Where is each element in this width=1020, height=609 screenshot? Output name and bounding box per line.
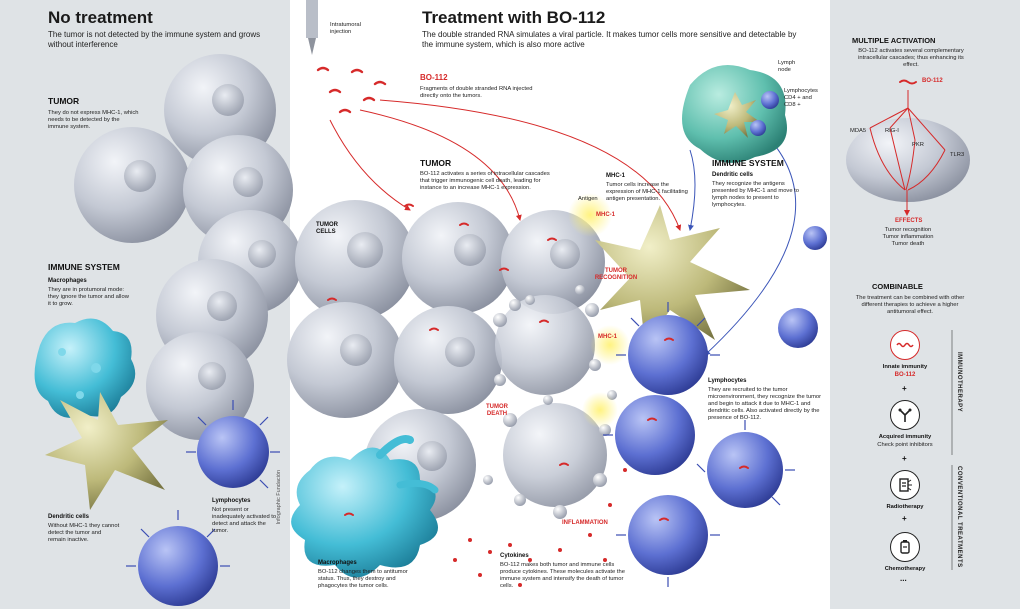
main-tumor-text: BO-112 activates a series of intracellul… <box>420 171 550 191</box>
dying-tumor-cells <box>483 285 617 519</box>
bo112-heading: BO-112 <box>420 73 448 82</box>
pkr-label: PKR <box>912 142 924 148</box>
combinable-heading: COMBINABLE <box>872 282 923 291</box>
mda5-label: MDA5 <box>850 128 867 134</box>
radiotherapy-label: Radiotherapy <box>886 504 924 510</box>
lymph-node <box>682 65 787 163</box>
left-dendritic-text: Without MHC-1 they cannot detect the tum… <box>48 523 120 543</box>
left-macrophages-text: They are in protumoral mode: they ignore… <box>48 287 129 307</box>
tumor-recognition-label: TUMOR RECOGNITION <box>594 268 638 281</box>
mhc-text: Tumor cells increase the expression of M… <box>606 182 688 202</box>
multiple-activation-heading: MULTIPLE ACTIVATION <box>852 36 936 45</box>
cytokines-heading: Cytokines <box>500 553 529 559</box>
mhc-tag: MHC-1 <box>596 212 615 218</box>
activated-dendritic-cell <box>595 205 750 345</box>
main-tumor-heading: TUMOR <box>420 158 452 168</box>
effects-item-2: Tumor inflammation <box>882 234 934 240</box>
left-lymphocytes-text: Not present or inadequately activated to… <box>212 507 277 534</box>
credit-text: Infographic Fundación <box>276 470 282 525</box>
left-macrophage <box>34 318 136 418</box>
treated-lymphocytes <box>603 226 827 587</box>
left-tumor-heading: TUMOR <box>48 96 80 106</box>
acquired-label: Acquired immunity <box>878 434 932 440</box>
main-lymphocytes-heading: Lymphocytes <box>708 378 747 384</box>
combinable-text: The treatment can be combined with other… <box>855 295 965 315</box>
acquired-sub: Check point inhibitors <box>877 442 933 448</box>
main-immune-heading: IMMUNE SYSTEM <box>712 158 784 168</box>
flow-arrows <box>329 99 796 356</box>
cytokines-text: BO-112 makes both tumor and immune cells… <box>500 562 625 589</box>
main-macrophages-text: BO-112 changes them to antitumor status.… <box>318 569 408 589</box>
main-dendritic-heading: Dendritic cells <box>712 172 754 178</box>
no-treatment-title: No treatment <box>48 8 153 27</box>
main-macrophages-heading: Macrophages <box>318 560 357 566</box>
left-dendritic-heading: Dendritic cells <box>48 514 90 520</box>
left-lymphocytes-heading: Lymphocytes <box>212 498 251 504</box>
chemotherapy-label: Chemotherapy <box>884 566 926 572</box>
radiotherapy-icon <box>890 470 920 500</box>
lymphocytes-cd-label: Lymphocytes CD4 + and CD8 + <box>784 88 818 108</box>
tlr3-label: TLR3 <box>950 152 965 158</box>
treatment-title: Treatment with BO-112 <box>422 8 606 27</box>
effects-heading: EFFECTS <box>895 218 923 224</box>
main-lymphocytes-text: They are recruited to the tumor microenv… <box>708 387 822 421</box>
main-dendritic-text: They recognize the antigens presented by… <box>712 181 799 208</box>
left-dendritic-cell <box>45 392 168 510</box>
rigi-label: RIG-I <box>885 128 899 134</box>
immunotherapy-label: IMMUNOTHERAPY <box>956 352 962 413</box>
left-tumor-text: They do not express MHC-1, which needs t… <box>48 110 139 130</box>
bo112-fragments <box>316 66 387 114</box>
mechanism-cell <box>846 79 970 216</box>
effects-item-3: Tumor death <box>891 241 925 247</box>
cytokines-dots <box>453 468 627 587</box>
injection-label: Intratumoral injection <box>330 22 361 35</box>
injection-needle <box>306 0 318 55</box>
multiple-activation-text: BO-112 activates several complementary i… <box>858 48 964 68</box>
untreated-tumor-cells <box>74 54 302 440</box>
plus-sign-1: + <box>902 384 907 393</box>
inflammation-label: INFLAMMATION <box>562 520 608 526</box>
effects-item-1: Tumor recognition <box>884 227 932 233</box>
mechanism-bo112-tag: BO-112 <box>922 78 943 84</box>
activated-macrophage <box>291 435 439 578</box>
innate-immunity-icon <box>890 330 920 360</box>
innate-label: Innate immunity <box>882 364 928 370</box>
left-macrophages-heading: Macrophages <box>48 278 87 284</box>
ellipsis: ... <box>900 574 907 583</box>
tumor-death-label: TUMOR DEATH <box>486 404 508 417</box>
chemotherapy-icon <box>890 532 920 562</box>
left-immune-heading: IMMUNE SYSTEM <box>48 262 120 272</box>
mechanism-panel <box>830 0 1020 609</box>
lymph-node-label: Lymph node <box>778 60 796 73</box>
treatment-subtitle: The double stranded RNA simulates a vira… <box>422 30 797 49</box>
bo112-text: Fragments of double stranded RNA injecte… <box>420 86 533 99</box>
plus-sign-3: + <box>902 514 907 523</box>
mhc-heading: MHC-1 <box>606 173 625 179</box>
mhc-tag-2: MHC-1 <box>598 334 617 340</box>
tumor-cells-label: TUMOR CELLS <box>316 222 338 235</box>
antibody-icon <box>890 400 920 430</box>
conventional-treatments-label: CONVENTIONAL TREATMENTS <box>956 466 962 568</box>
rna-on-cells <box>327 203 749 521</box>
antigen-label: Antigen <box>578 196 598 202</box>
plus-sign-2: + <box>902 454 907 463</box>
innate-sub: BO-112 <box>894 372 916 378</box>
no-treatment-subtitle: The tumor is not detected by the immune … <box>48 30 261 49</box>
left-lymphocytes <box>126 400 280 606</box>
